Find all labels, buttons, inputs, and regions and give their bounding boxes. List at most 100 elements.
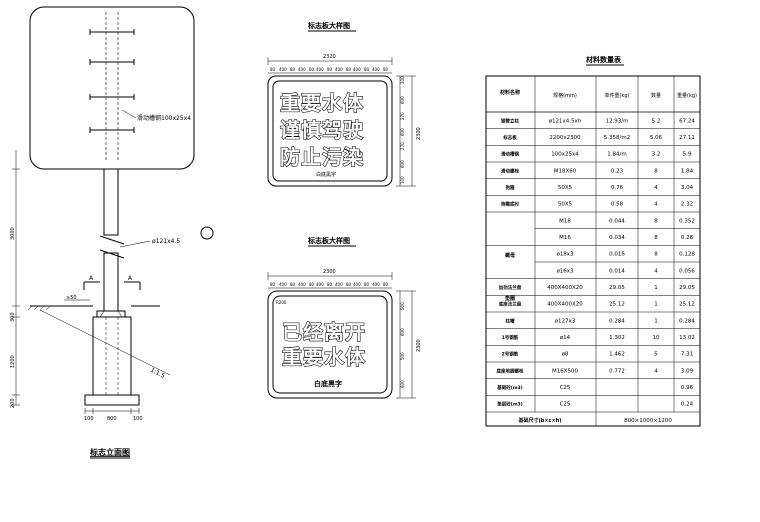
- svg-text:80: 80: [383, 67, 389, 72]
- table-cell: 5: [654, 352, 658, 358]
- table-cell: 400X400X20: [547, 302, 583, 308]
- table-cell: 67.24: [679, 118, 695, 124]
- slope-label: 1:1.5: [149, 367, 166, 380]
- sign1-caption: 白底黑字: [316, 171, 336, 178]
- svg-text:400: 400: [335, 282, 343, 287]
- sign1-line3: 防止污染: [280, 145, 364, 169]
- table-cell: 0.24: [681, 402, 694, 408]
- table-cell: 0.96: [681, 385, 694, 391]
- table-cell: 标志板: [502, 134, 517, 141]
- table-cell: 0.76: [611, 185, 624, 191]
- channel-straps: [89, 29, 135, 133]
- table-cell: M16X500: [552, 368, 579, 374]
- svg-text:270: 270: [400, 112, 405, 120]
- table-cell: 4: [654, 185, 658, 191]
- table-cell: 0.772: [609, 368, 625, 374]
- svg-text:400: 400: [316, 282, 324, 287]
- table-cell: 4: [654, 368, 658, 374]
- table-cell: 3.2: [652, 152, 661, 158]
- header-spec: 规格(mm): [553, 92, 577, 99]
- table-cell: 8: [654, 235, 658, 241]
- table-cell: 底座法兰盘: [499, 301, 522, 308]
- table-cell: M16: [559, 235, 571, 241]
- svg-text:400: 400: [353, 67, 361, 72]
- table-cell: 27.11: [679, 135, 695, 141]
- sign2-title: 标志板大样图: [307, 236, 350, 245]
- sign1-title: 标志板大样图: [307, 21, 350, 30]
- svg-text:400: 400: [353, 282, 361, 287]
- svg-text:100: 100: [400, 76, 405, 84]
- table-cell: M18X60: [554, 168, 577, 174]
- svg-text:80: 80: [270, 67, 276, 72]
- table-cell: 柱帽: [506, 317, 515, 324]
- sign2-right-dims: 500 600 500 600: [400, 302, 405, 388]
- svg-text:80: 80: [327, 67, 333, 72]
- header-unit-weight: 单件重(kg): [605, 92, 630, 99]
- sign2-detail: 标志板大样图 2300 80 400 80 400 80 400 80 400 …: [267, 236, 422, 399]
- table-cell: 8: [654, 218, 658, 224]
- footer-value: 800×1000×1200: [624, 418, 672, 424]
- table-cell: 4: [654, 202, 658, 208]
- table-cell: 0.352: [679, 218, 695, 224]
- sign2-caption: 白底黑字: [314, 379, 342, 388]
- table-frame: [485, 75, 701, 427]
- table-cell: 1: [654, 302, 658, 308]
- table-row: M18 0.044 8 0.352: [559, 218, 695, 224]
- table-cell: M18: [559, 218, 571, 224]
- svg-text:600: 600: [400, 128, 405, 136]
- svg-text:80: 80: [290, 282, 296, 287]
- detail-circle: [200, 226, 214, 240]
- dim-width-middle: 800: [107, 416, 117, 422]
- table-cell: 12.93/m: [606, 118, 629, 124]
- svg-text:80: 80: [346, 67, 352, 72]
- sign-board-outline: [29, 6, 195, 170]
- foundation: [92, 316, 132, 396]
- table-cell: C25: [560, 385, 571, 391]
- svg-text:80: 80: [327, 282, 333, 287]
- flange: [96, 310, 126, 318]
- section-mark-right: A: [128, 275, 133, 282]
- sign1-board: [267, 75, 393, 187]
- table-cell: 抱箍底衬: [500, 201, 519, 208]
- table-cell: 1: [654, 318, 658, 324]
- sign2-height: 2300: [416, 339, 422, 352]
- strap-label: 滑动槽钢100x25x4: [137, 114, 191, 122]
- table-cell: 0.014: [609, 268, 625, 274]
- svg-text:400: 400: [298, 67, 306, 72]
- table-cell: 1.462: [609, 352, 625, 358]
- table-cell: 0.056: [679, 268, 695, 274]
- table-cell: 0.128: [679, 252, 695, 258]
- table-cell: 1.84/m: [607, 152, 626, 158]
- table-cell: ø18x3: [556, 252, 574, 258]
- table-cell: ø127x3: [555, 318, 576, 324]
- sign1-inner-border: [272, 80, 388, 182]
- svg-text:500: 500: [400, 302, 405, 310]
- table-cell: 2号钢筋: [502, 351, 519, 358]
- table-cell: 400X400X20: [547, 285, 583, 291]
- elevation-title: 标志立面图: [89, 447, 130, 457]
- sign1-line2: 谨慎驾驶: [280, 118, 364, 142]
- sign2-line1: 已经离开: [282, 320, 366, 344]
- table-cell: 底座地脚螺栓: [497, 367, 524, 374]
- sign2-corner-label: R200: [276, 300, 287, 305]
- table-cell: 3.04: [681, 185, 694, 191]
- svg-text:80: 80: [290, 67, 296, 72]
- sign1-line1: 重要水体: [280, 91, 364, 115]
- sign2-width: 2300: [323, 269, 336, 275]
- header-quantity: 数量: [651, 92, 661, 99]
- svg-text:600: 600: [400, 380, 405, 388]
- table-cell: 0.044: [609, 218, 625, 224]
- table-cell: ø16x3: [556, 268, 574, 274]
- svg-text:400: 400: [335, 67, 343, 72]
- pole-upper: [103, 168, 119, 236]
- merged-washer-label: 垫圈: [505, 295, 515, 302]
- table-cell: 0.284: [609, 318, 625, 324]
- merged-nut-label: 螺母: [505, 252, 515, 259]
- dim-left-offset: ≥50: [66, 295, 77, 301]
